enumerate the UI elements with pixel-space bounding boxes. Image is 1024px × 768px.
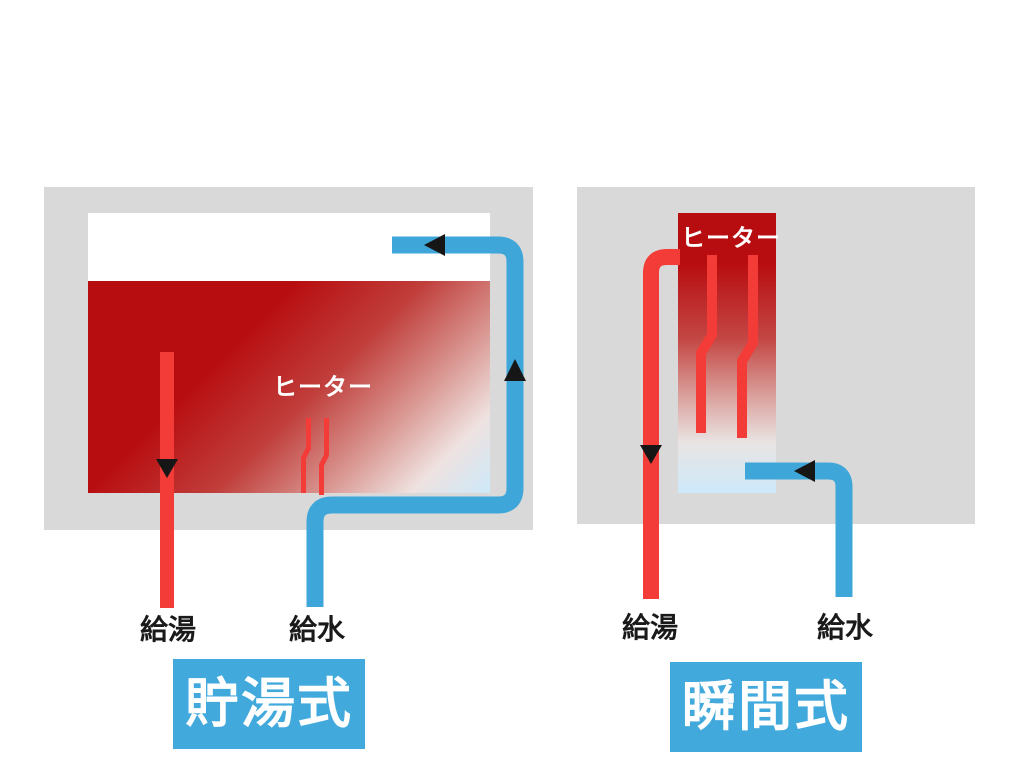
hot-water-outlet-label-right: 給湯 [621,612,679,643]
hot-water-outlet-label-left: 給湯 [139,614,197,645]
cold-water-inlet-label-left: 給水 [288,614,346,645]
cold-water-inlet-label-right: 給水 [816,612,874,643]
storage-type-title: 貯湯式 [173,659,365,749]
instant-heater-unit-gradient [678,213,776,493]
instant-type-title: 瞬間式 [670,662,862,752]
heater-label-left: ヒーター [273,374,373,401]
heater-label-right: ヒーター [681,225,781,252]
